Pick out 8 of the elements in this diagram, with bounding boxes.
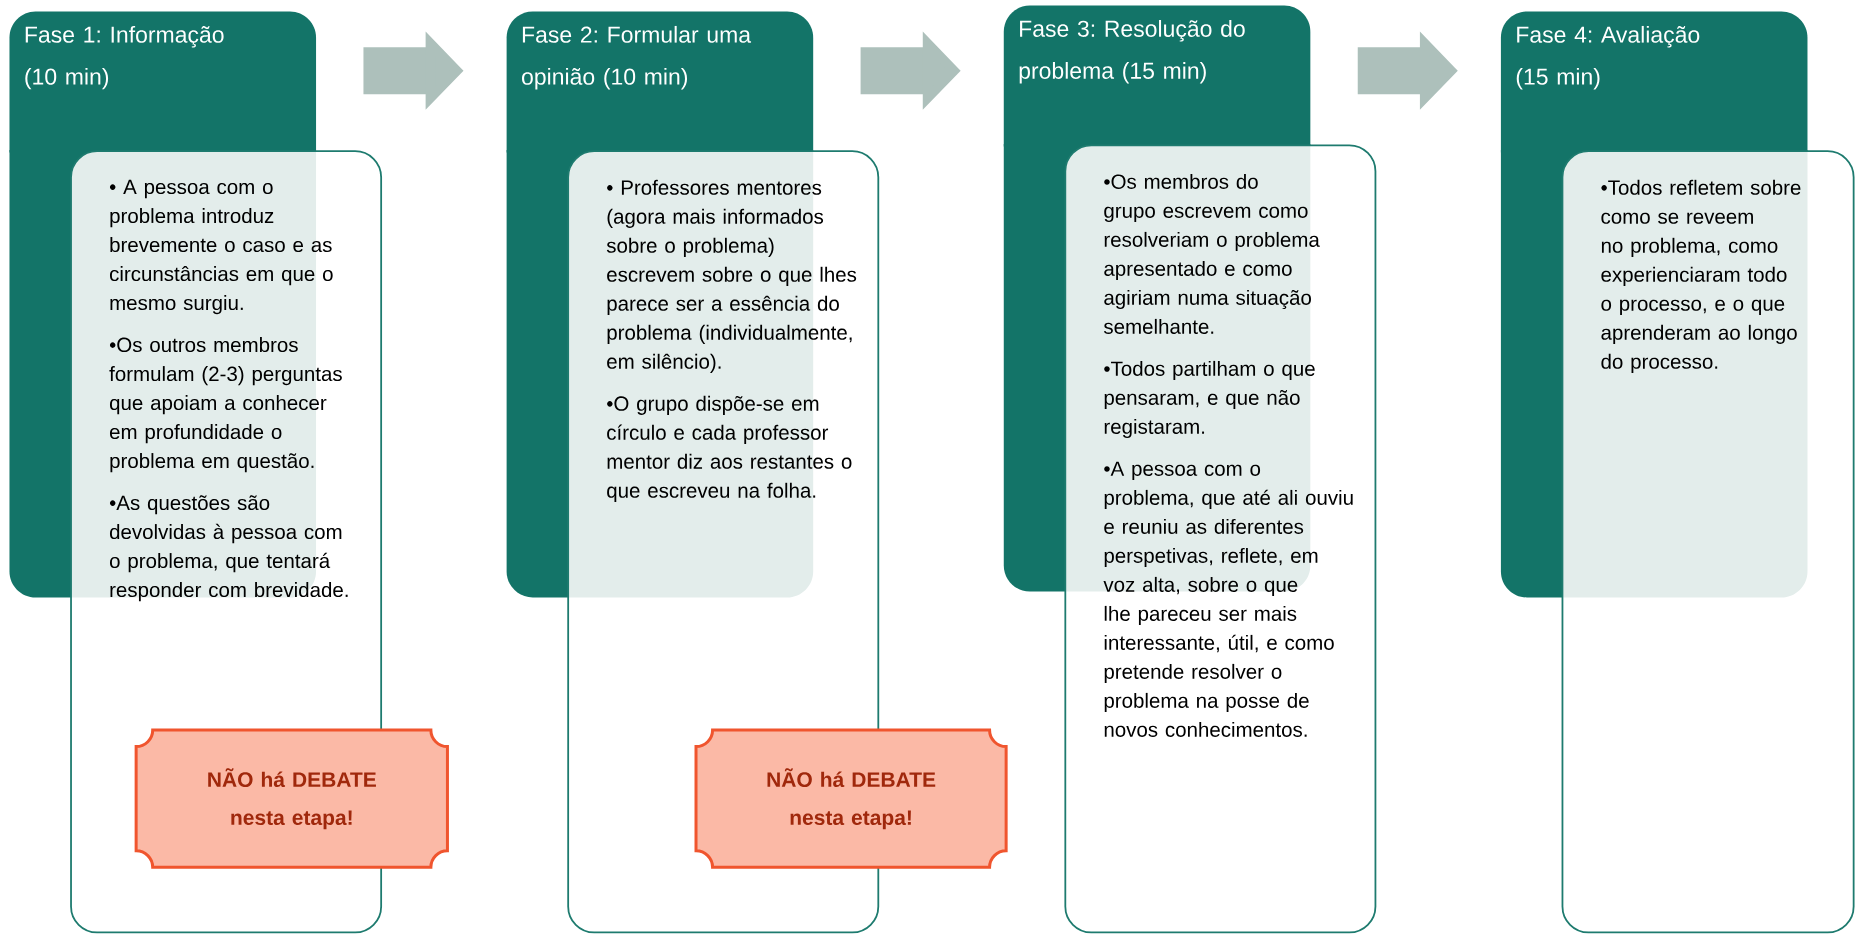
phase-box: Fase 2: Formular uma opinião (10 min) bbox=[506, 11, 814, 153]
phase-box: Fase 1: Informação (10 min) bbox=[9, 11, 317, 153]
step-card: •Os membros do grupo escrevem como resolveriam o problema apresentado e como agiriam numa situação semelhante. •Todos partilham o que pensaram, e que não registaram. •A pessoa com o problema, que até ali ouviu e reuniu as diferentes perspetivas, reflete, em voz alta, sobre o que lhe pareceu ser mais interessante, útil, e como pretende resolver o problema na posse de novos conhecimentos. bbox=[1003, 144, 1377, 934]
phase-box: Fase 4: Avaliação (15 min) bbox=[1500, 11, 1808, 153]
warning-plaque: NÃO há DEBATE nesta etapa! bbox=[134, 728, 449, 869]
warning-plaque: NÃO há DEBATE nesta etapa! bbox=[694, 728, 1008, 869]
step-card: •Todos refletem sobre como se reveem no problema, como experienciaram todo o processo, e o que aprenderam ao longo do processo. bbox=[1500, 150, 1855, 934]
phase-box: Fase 3: Resolução do problema (15 min) bbox=[1003, 5, 1311, 147]
